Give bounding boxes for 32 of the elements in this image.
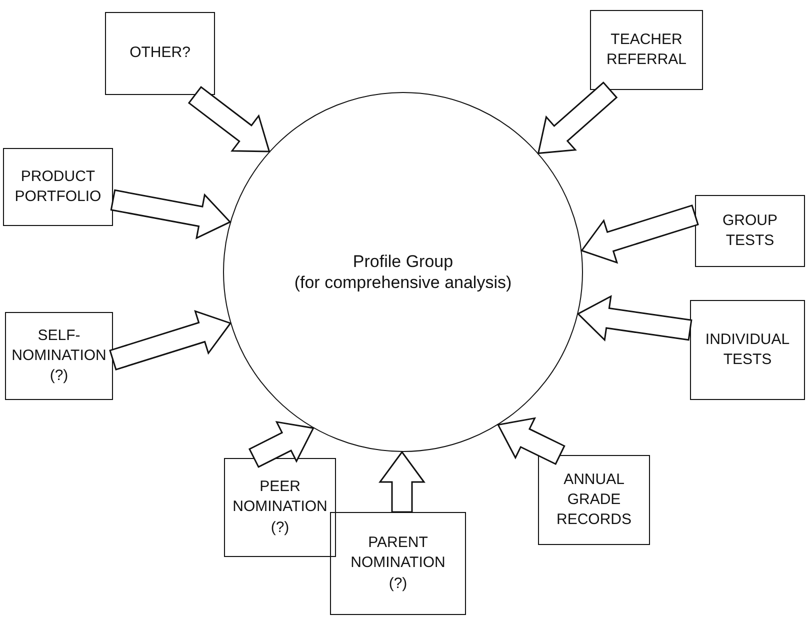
box-label: TEACHER REFERRAL — [605, 30, 688, 70]
source-box — [690, 300, 805, 400]
block-arrow — [580, 204, 699, 264]
source-box — [590, 10, 703, 90]
box-label: PRODUCT PORTFOLIO — [14, 166, 102, 207]
box-label: PARENT NOMINATION — [350, 533, 446, 574]
block-arrow — [537, 81, 618, 154]
source-box — [695, 195, 805, 267]
block-arrow — [496, 417, 566, 465]
block-arrow — [188, 86, 270, 152]
box-label: OTHER? — [130, 43, 190, 64]
block-arrow — [248, 420, 314, 468]
box-label: PEER NOMINATION — [232, 477, 328, 518]
source-box — [538, 455, 650, 545]
box-label: (?) — [270, 518, 290, 538]
circle-subtitle: (for comprehensive analysis) — [294, 272, 512, 294]
circle-title: Profile Group — [352, 250, 454, 272]
source-box — [5, 312, 113, 400]
box-label: GROUP TESTS — [721, 210, 778, 251]
source-box — [330, 512, 466, 615]
box-label: ANNUAL GRADE RECORDS — [555, 470, 632, 530]
box-label: SELF- NOMINATION — [10, 326, 108, 366]
block-arrow — [110, 189, 232, 240]
block-arrow — [109, 310, 232, 370]
box-label: INDIVIDUAL TESTS — [704, 330, 791, 370]
block-arrow — [378, 450, 426, 513]
source-box — [3, 148, 113, 226]
source-box — [105, 12, 215, 95]
source-box — [224, 458, 336, 557]
box-label: (?) — [388, 574, 408, 594]
block-arrow — [576, 295, 692, 342]
box-label: (?) — [50, 366, 68, 386]
